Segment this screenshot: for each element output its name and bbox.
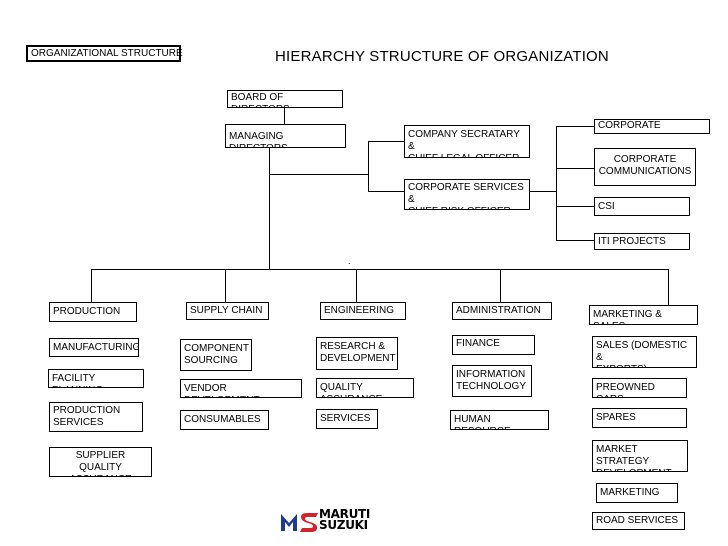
connector-line xyxy=(556,168,594,169)
connector-line xyxy=(269,148,270,269)
marketing-item: ROAD SERVICES xyxy=(592,512,685,530)
connector-line xyxy=(368,191,404,192)
logo-line-2: SUZUKI xyxy=(319,518,368,532)
engineering-item: QUALITY ASSURANCE xyxy=(316,378,414,398)
connector-line xyxy=(284,108,285,124)
connector-line xyxy=(91,269,92,302)
connector-line xyxy=(556,240,594,241)
csi-box: CSI xyxy=(594,197,690,216)
marketing-item: MARKETING xyxy=(596,483,678,503)
dept-engineering: ENGINEERING xyxy=(320,302,406,320)
connector-line xyxy=(556,126,557,240)
supply-item: VENDOR DEVELOPMENT xyxy=(180,379,302,398)
page-title: HIERARCHY STRUCTURE OF ORGANIZATION xyxy=(275,48,609,65)
stray-dot: . xyxy=(348,256,351,266)
production-item: MANUFACTURING xyxy=(49,338,139,357)
supply-item: CONSUMABLES xyxy=(180,410,269,430)
connector-line xyxy=(500,269,501,302)
production-item: PRODUCTION SERVICES xyxy=(49,402,143,432)
managing-directors-box: MANAGING DIRECTORS xyxy=(225,124,346,148)
admin-item: HUMAN RESOURCE xyxy=(450,410,549,430)
admin-item: FINANCE xyxy=(452,335,535,355)
corporate-services-box: CORPORATE SERVICES & CHIEF RISK OFFICER xyxy=(404,179,530,210)
dept-supply-chain: SUPPLY CHAIN xyxy=(186,302,269,320)
engineering-item: SERVICES xyxy=(316,409,378,429)
maruti-suzuki-logo-icon xyxy=(280,511,320,533)
marketing-item: SPARES xyxy=(592,408,687,428)
marketing-item: SALES (DOMESTIC & EXPORTS) xyxy=(592,336,697,368)
board-of-directors-box: BOARD OF DIRECTORS xyxy=(227,90,343,108)
connector-line xyxy=(225,269,226,302)
maruti-suzuki-wordmark: MARUTI SUZUKI xyxy=(319,507,371,532)
connector-line xyxy=(269,174,368,175)
section-tag: ORGANIZATIONAL STRUCTURE xyxy=(26,45,183,62)
admin-item: INFORMATION TECHNOLOGY xyxy=(452,365,532,397)
production-item: SUPPLIER QUALITY ASSURANCE xyxy=(49,447,152,477)
connector-line xyxy=(368,141,369,192)
company-secretary-box: COMPANY SECRATARY & CHIEF LEGAL OFFICER xyxy=(404,125,530,158)
connector-line xyxy=(556,206,594,207)
connector-line xyxy=(91,269,668,270)
engineering-item: RESEARCH & DEVELOPMENT xyxy=(316,337,398,370)
connector-line xyxy=(668,269,669,305)
corporate-communications-box: CORPORATE COMMUNICATIONS xyxy=(594,148,696,186)
dept-administration: ADMINISTRATION xyxy=(452,302,552,320)
supply-item: COMPONENT SOURCING xyxy=(180,339,252,371)
iti-projects-box: ITI PROJECTS xyxy=(594,233,690,250)
dept-marketing-sales: MARKETING & SALES xyxy=(589,305,698,325)
connector-line xyxy=(530,191,556,192)
corporate-planning-box: CORPORATE PLANNING xyxy=(594,119,710,134)
logo-line-1: MARUTI xyxy=(319,507,371,521)
marketing-item: PREOWNED CARS xyxy=(592,378,687,398)
marketing-item: MARKET STRATEGY DEVELOPMENT xyxy=(592,440,688,472)
dept-production: PRODUCTION xyxy=(49,302,137,322)
production-item: FACILITY PLANNING xyxy=(48,369,144,388)
connector-line xyxy=(556,126,594,127)
connector-line xyxy=(356,269,357,302)
connector-line xyxy=(368,141,404,142)
